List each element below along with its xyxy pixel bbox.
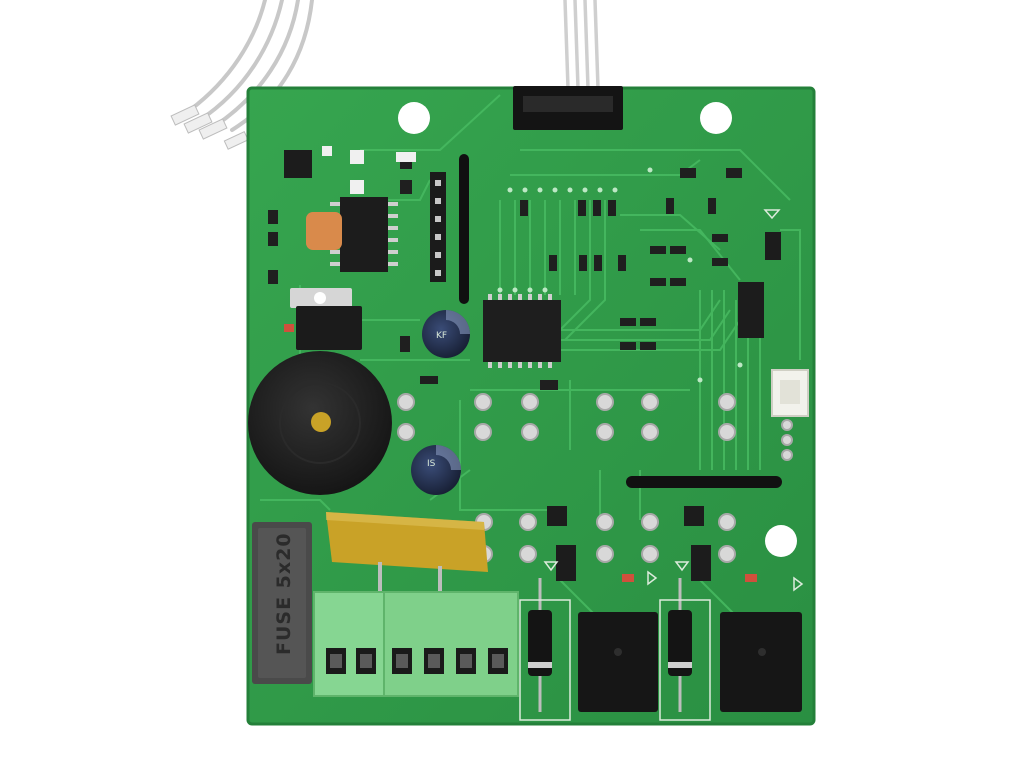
electrolytic-capacitor-1: KF: [422, 310, 470, 358]
mounting-holes: [398, 102, 797, 557]
cap-label-2: IS: [427, 459, 436, 469]
wire-connectors-left: [170, 104, 249, 150]
buzzer: [248, 351, 392, 495]
jumper-bar: [459, 154, 469, 304]
ic-right: [738, 282, 764, 338]
relay-1: [578, 612, 658, 712]
cap-label-1: KF: [436, 331, 447, 341]
fuse-label: FUSE 5x20: [273, 532, 295, 655]
ic-soic-left: [340, 197, 388, 272]
ic-small-top-left: [284, 150, 312, 178]
voltage-regulator: [296, 306, 362, 350]
gold-varistor: [326, 512, 488, 592]
electrolytic-capacitor-2: IS: [411, 445, 461, 495]
wire-bundle-top: [563, 0, 600, 89]
silkscreen-marks: [519, 209, 804, 721]
red-smd-leds: [284, 324, 757, 582]
vias: [497, 167, 743, 383]
wire-bundle-left: [188, 0, 314, 132]
transistor-right: [765, 232, 781, 260]
ceramic-capacitor: [306, 212, 342, 250]
jumper-bar-horizontal: [626, 476, 782, 488]
smd-resistors: [268, 155, 742, 390]
ic-main-center: [483, 300, 561, 362]
through-hole-pads: [397, 393, 793, 563]
pin-header: [430, 172, 446, 282]
relay-2: [720, 612, 802, 712]
white-smd-parts: [322, 146, 416, 194]
fuse-holder: FUSE 5x20: [252, 522, 312, 684]
transistors-lower: [547, 506, 711, 581]
screw-terminal: [313, 591, 519, 697]
